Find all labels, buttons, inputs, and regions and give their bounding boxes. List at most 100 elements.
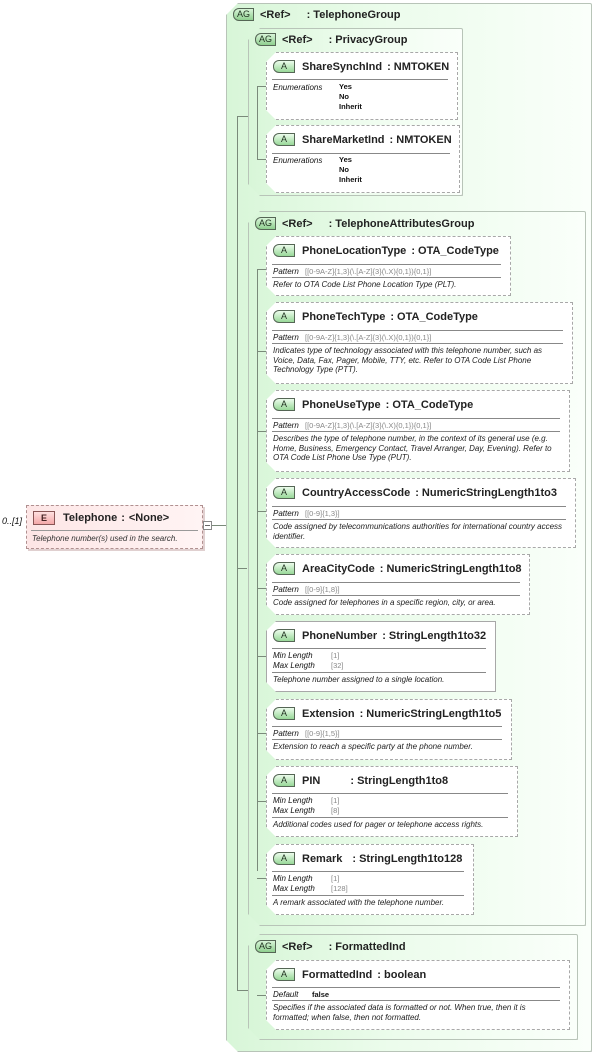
pattern-value: [[0-9A-Z]{1,3}(\.[A-Z]{3}(\.X){0,1}){0,1… (305, 333, 432, 342)
attribute-group-icon: AG (255, 217, 276, 230)
property-label: Min Length (273, 651, 313, 660)
element-badge-icon: E (33, 511, 55, 525)
enum-value: Inherit (339, 175, 362, 184)
property-label: Max Length (273, 806, 315, 815)
attribute-phone-number[interactable]: A PhoneNumber : StringLength1to32 Min Leng… (266, 621, 496, 692)
element-type: <None> (128, 512, 170, 524)
element-name: Telephone (63, 512, 118, 524)
enum-value: Yes (339, 82, 352, 91)
attribute-description: Code assigned for telephones in a specif… (273, 598, 496, 607)
attribute-area-city-code[interactable]: A AreaCityCode : NumericStringLength1to8 P… (266, 554, 530, 615)
attribute-icon: A (273, 133, 295, 146)
group-name: : TelephoneAttributesGroup (328, 217, 475, 230)
pattern-value: [[0-9]{1,8}] (305, 585, 340, 594)
property-label: Enumerations (273, 83, 323, 92)
attribute-icon: A (273, 310, 295, 323)
attribute-icon: A (273, 707, 295, 720)
property-label: Pattern (273, 333, 299, 342)
element-telephone[interactable]: E Telephone : <None> Telephone number(s)… (26, 505, 203, 549)
max-length-value: [128] (331, 884, 348, 893)
attribute-name: ShareMarketInd (302, 133, 385, 146)
attribute-type: : OTA_CodeType (390, 310, 478, 323)
property-label: Pattern (273, 267, 299, 276)
attribute-name: PhoneUseType (302, 398, 381, 411)
attribute-type: : OTA_CodeType (411, 244, 499, 257)
enum-value: Inherit (339, 102, 362, 111)
attribute-group-icon: AG (255, 940, 276, 953)
attribute-name: AreaCityCode (302, 562, 375, 575)
element-separator: : (121, 512, 125, 524)
attribute-name: Remark (302, 852, 343, 865)
attribute-name: PhoneNumber (302, 629, 378, 642)
attribute-icon: A (273, 486, 295, 499)
property-label: Pattern (273, 509, 299, 518)
pattern-value: [[0-9]{1,3}] (305, 509, 340, 518)
enum-value: No (339, 92, 349, 101)
group-ref-label: <Ref> (282, 33, 313, 46)
min-length-value: [1] (331, 651, 340, 660)
attribute-description: Code assigned by telecommunications auth… (273, 522, 563, 541)
group-name: : FormattedInd (328, 940, 406, 953)
attribute-description: A remark associated with the telephone n… (273, 898, 445, 907)
attribute-description: Indicates type of technology associated … (273, 346, 543, 374)
attribute-country-access-code[interactable]: A CountryAccessCode : NumericStringLength1… (266, 478, 576, 548)
attribute-description: Describes the type of telephone number, … (273, 434, 552, 462)
pattern-value: [[0-9A-Z]{1,3}(\.[A-Z]{3}(\.X){0,1}){0,1… (305, 421, 432, 430)
property-label: Pattern (273, 585, 299, 594)
attribute-icon: A (273, 562, 295, 575)
attribute-group-icon: AG (233, 8, 254, 21)
min-length-value: [1] (331, 796, 340, 805)
property-label: Enumerations (273, 156, 323, 165)
min-length-value: [1] (331, 874, 340, 883)
attribute-name: PhoneLocationType (302, 244, 407, 257)
attribute-icon: A (273, 244, 295, 257)
group-ref-label: <Ref> (282, 217, 313, 230)
attribute-description: Extension to reach a specific party at t… (273, 742, 473, 751)
attribute-type: : NumericStringLength1to8 (379, 562, 522, 575)
attribute-phone-location-type[interactable]: A PhoneLocationType : OTA_CodeType Pattern… (266, 236, 511, 296)
group-ref-label: <Ref> (260, 8, 291, 21)
enum-value: Yes (339, 155, 352, 164)
attribute-type: : NMTOKEN (387, 60, 450, 73)
collapse-toggle[interactable] (203, 521, 212, 530)
attribute-icon: A (273, 968, 295, 981)
attribute-type: : boolean (377, 968, 427, 981)
attribute-icon: A (273, 629, 295, 642)
property-label: Pattern (273, 729, 299, 738)
attribute-description: Refer to OTA Code List Phone Location Ty… (273, 280, 457, 289)
pattern-value: [[0-9A-Z]{1,3}(\.[A-Z]{3}(\.X){0,1}){0,1… (305, 267, 432, 276)
attribute-type: : NumericStringLength1to5 (359, 707, 502, 720)
group-name: : PrivacyGroup (328, 33, 408, 46)
enum-value: No (339, 165, 349, 174)
default-value: false (312, 990, 330, 999)
attribute-name: ShareSynchInd (302, 60, 383, 73)
property-label: Max Length (273, 661, 315, 670)
attribute-group-icon: AG (255, 33, 276, 46)
attribute-icon: A (273, 60, 295, 73)
pattern-value: [[0-9]{1,5}] (305, 729, 340, 738)
attribute-share-synch-ind[interactable]: A ShareSynchInd : NMTOKEN Enumerations Yes… (266, 52, 458, 120)
group-name: : TelephoneGroup (306, 8, 401, 21)
property-label: Min Length (273, 874, 313, 883)
cardinality-label: 0..[1] (2, 516, 23, 526)
attribute-name: CountryAccessCode (302, 486, 411, 499)
attribute-type: : NumericStringLength1to3 (415, 486, 557, 499)
attribute-type: : StringLength1to8 (350, 774, 449, 787)
attribute-name: PIN (302, 774, 321, 787)
property-label: Max Length (273, 884, 315, 893)
attribute-description: Specifies if the associated data is form… (273, 1003, 526, 1022)
attribute-phone-tech-type[interactable]: A PhoneTechType : OTA_CodeType Pattern [[0… (266, 302, 573, 384)
attribute-icon: A (273, 852, 295, 865)
attribute-type: : StringLength1to32 (382, 629, 487, 642)
max-length-value: [32] (331, 661, 344, 670)
attribute-icon: A (273, 398, 295, 411)
attribute-description: Telephone number assigned to a single lo… (273, 675, 445, 684)
attribute-name: PhoneTechType (302, 310, 386, 323)
group-ref-label: <Ref> (282, 940, 313, 953)
